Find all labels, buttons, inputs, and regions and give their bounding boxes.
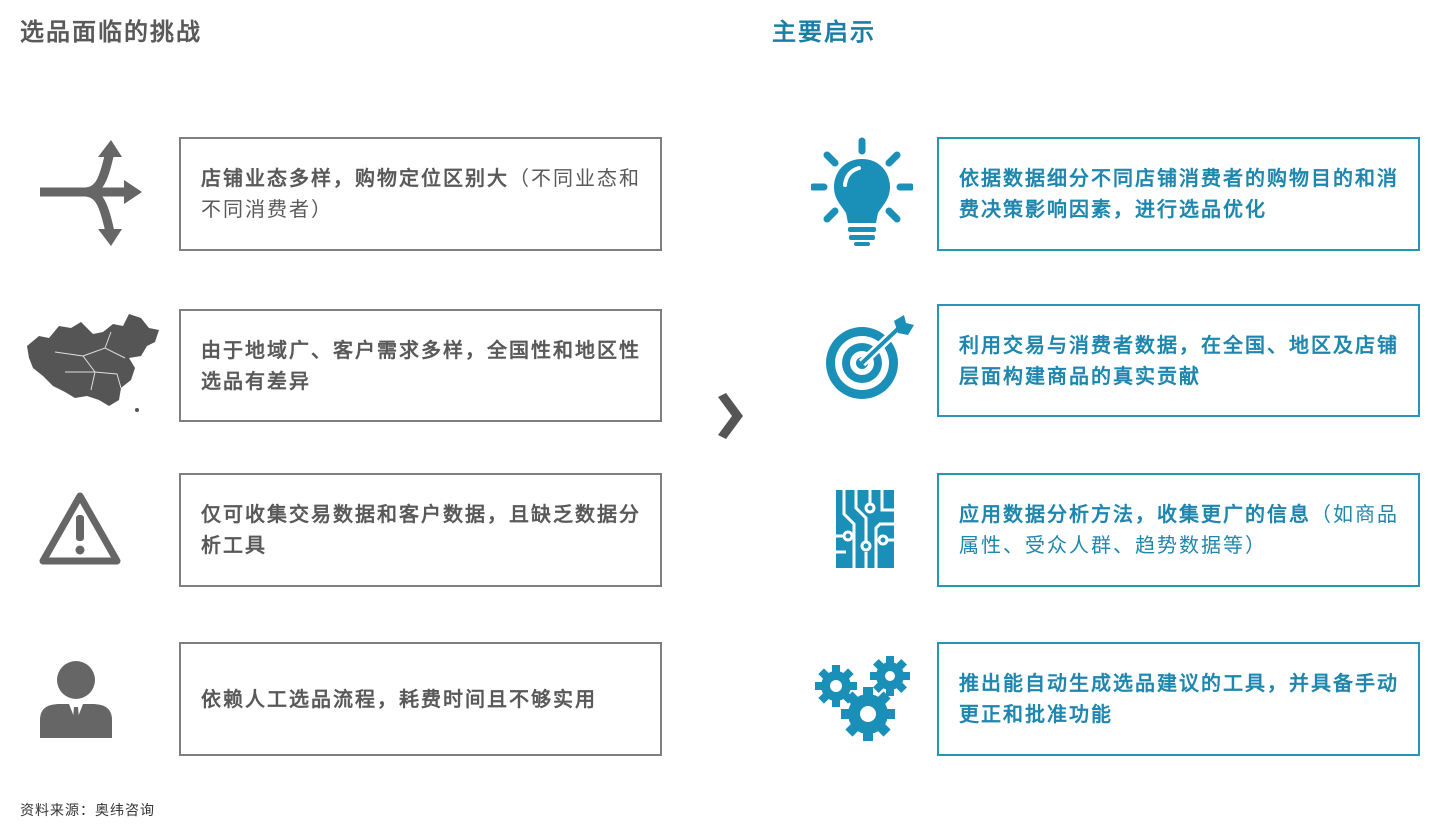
insight-box-2: 利用交易与消费者数据，在全国、地区及店铺层面构建商品的真实贡献 bbox=[937, 304, 1420, 417]
challenge-text-2: 由于地域广、客户需求多样，全国性和地区性选品有差异 bbox=[201, 337, 641, 393]
gears-icon bbox=[815, 656, 910, 741]
insight-text-4: 推出能自动生成选品建议的工具，并具备手动更正和批准功能 bbox=[959, 671, 1399, 726]
target-icon bbox=[826, 315, 914, 399]
challenge-text-3: 仅可收集交易数据和客户数据，且缺乏数据分析工具 bbox=[201, 502, 641, 557]
insight-box-1: 依据数据细分不同店铺消费者的购物目的和消费决策影响因素，进行选品优化 bbox=[937, 137, 1420, 251]
diverging-arrows-icon bbox=[40, 140, 142, 246]
person-icon bbox=[40, 661, 112, 738]
left-heading: 选品面临的挑战 bbox=[20, 17, 202, 46]
circuit-icon bbox=[836, 490, 894, 568]
china-map-icon bbox=[27, 314, 159, 412]
lightbulb-icon bbox=[811, 137, 913, 246]
challenge-text-1: 店铺业态多样，购物定位区别大 bbox=[201, 166, 509, 190]
chevron-right-icon bbox=[718, 393, 743, 439]
insight-note-3: （如商品属性、受众人群、趋势数据等） bbox=[959, 502, 1399, 557]
challenge-box-1: 店铺业态多样，购物定位区别大（不同业态和不同消费者） bbox=[179, 137, 662, 251]
challenge-box-2: 由于地域广、客户需求多样，全国性和地区性选品有差异 bbox=[179, 309, 662, 422]
challenge-text-4: 依赖人工选品流程，耗费时间且不够实用 bbox=[201, 686, 597, 711]
insight-box-3: 应用数据分析方法，收集更广的信息（如商品属性、受众人群、趋势数据等） bbox=[937, 473, 1420, 587]
challenge-box-4: 依赖人工选品流程，耗费时间且不够实用 bbox=[179, 642, 662, 756]
challenge-note-1: （不同业态和不同消费者） bbox=[201, 166, 641, 221]
warning-triangle-icon bbox=[39, 492, 121, 565]
right-heading: 主要启示 bbox=[772, 17, 876, 46]
challenge-box-3: 仅可收集交易数据和客户数据，且缺乏数据分析工具 bbox=[179, 473, 662, 587]
insight-text-2: 利用交易与消费者数据，在全国、地区及店铺层面构建商品的真实贡献 bbox=[959, 332, 1399, 388]
source-note: 资料来源：奥纬咨询 bbox=[20, 803, 155, 819]
insight-box-4: 推出能自动生成选品建议的工具，并具备手动更正和批准功能 bbox=[937, 642, 1420, 756]
insight-text-3: 应用数据分析方法，收集更广的信息 bbox=[959, 502, 1311, 526]
insight-text-1: 依据数据细分不同店铺消费者的购物目的和消费决策影响因素，进行选品优化 bbox=[959, 166, 1399, 221]
